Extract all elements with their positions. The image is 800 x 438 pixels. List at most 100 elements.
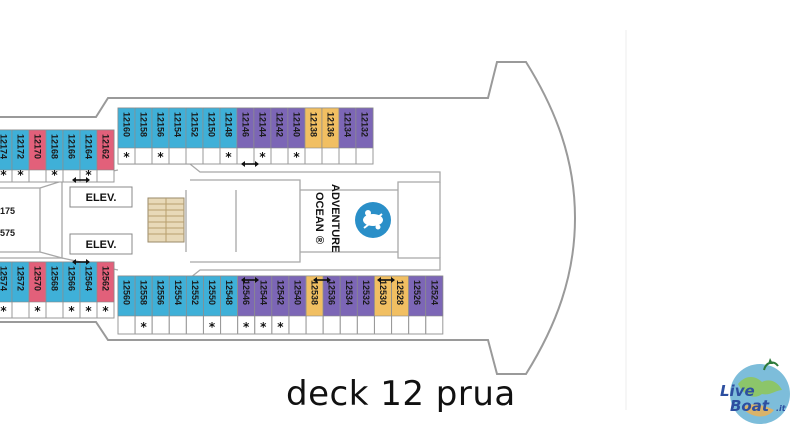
cabin-number: 12552 <box>190 280 200 305</box>
cabin[interactable]: 12574* <box>0 261 13 319</box>
accessible-star-icon: * <box>293 150 300 164</box>
cabin-number: 12562 <box>101 266 111 291</box>
connecting-door-icon <box>313 277 331 283</box>
cabin[interactable]: 12172 * <box>11 129 30 183</box>
cabin[interactable]: 12168* <box>45 129 64 183</box>
cabin-number: 12150 <box>207 112 217 137</box>
accessible-star-icon: * <box>260 320 267 334</box>
cabin-number: 12134 <box>343 112 353 137</box>
cabin[interactable]: 12556 <box>151 275 170 335</box>
cabin[interactable]: 12538 <box>305 275 324 335</box>
cabin[interactable]: 12566* <box>62 261 81 319</box>
cabin[interactable]: 12140* <box>287 107 306 165</box>
cabin[interactable]: 12150 <box>202 107 221 165</box>
cabin-number: 12572 <box>16 266 26 291</box>
cabin[interactable]: 12532 <box>356 275 375 335</box>
corridor-structure <box>0 163 441 279</box>
accessible-star-icon: * <box>85 304 92 318</box>
cabin-number: 12530 <box>378 280 388 305</box>
cabin-number: 12154 <box>173 112 183 137</box>
cabin[interactable]: 12170 <box>28 129 47 183</box>
cabin[interactable]: 12136 <box>321 107 340 165</box>
cabin[interactable]: 12148* <box>219 107 238 165</box>
cabin-number: 12564 <box>84 266 94 291</box>
cabin[interactable]: 12134 <box>338 107 357 165</box>
cabin-number: 12566 <box>67 266 77 291</box>
cabin[interactable]: 12572 <box>11 261 30 319</box>
cabin[interactable]: 12562 * <box>96 261 115 319</box>
cabin-number: 12524 <box>429 280 439 305</box>
cabin[interactable]: 12570* <box>28 261 47 319</box>
cabin[interactable]: 12568 <box>45 261 64 319</box>
accessible-star-icon: * <box>34 304 41 318</box>
cabin-number: 12172 <box>16 134 26 159</box>
cabin-number: 12146 <box>241 112 251 137</box>
cabin-color-band <box>96 129 115 171</box>
connecting-door-icon <box>72 259 90 265</box>
cabin[interactable]: 12524 <box>425 275 444 335</box>
cabin-number: 12550 <box>207 280 217 305</box>
cabin-number: 12542 <box>275 280 285 305</box>
cabin[interactable]: 12154 <box>168 107 187 165</box>
cabin-color-band <box>96 261 115 303</box>
cabin[interactable]: 12174* <box>0 129 13 183</box>
accessible-star-icon: * <box>209 320 216 334</box>
cabin[interactable]: 12550 * <box>203 275 221 335</box>
connecting-door-icon <box>241 161 259 167</box>
cabin[interactable]: 12138 <box>304 107 323 165</box>
cabin[interactable]: 12544* <box>254 275 273 335</box>
cabin[interactable]: 12132 <box>355 107 374 165</box>
logo-word-live: Live <box>720 382 755 400</box>
cabin-number: 575 <box>0 228 15 238</box>
cabin[interactable]: 12554 <box>168 275 187 335</box>
cabin-number: 12158 <box>139 112 149 137</box>
cabin[interactable]: 12558* <box>134 275 153 335</box>
cabin-number: 12560 <box>122 280 132 305</box>
cabin-number: 12152 <box>190 112 200 137</box>
cabin[interactable]: 12528 <box>391 275 410 335</box>
accessible-star-icon: * <box>102 304 109 318</box>
cabin[interactable]: 12156* <box>151 107 170 165</box>
elevator-label: ELEV. <box>86 239 117 251</box>
accessible-star-icon: * <box>277 320 284 334</box>
cabin-number: 12528 <box>395 280 405 305</box>
cabin-number: 175 <box>0 206 15 216</box>
deck-caption: deck 12 prua <box>286 374 516 414</box>
cabin-number: 12160 <box>122 112 132 137</box>
cabin[interactable]: 12534 <box>339 275 358 335</box>
cabin-number: 12142 <box>275 112 285 137</box>
adventure-ocean-reg: ® <box>313 236 325 244</box>
cabin[interactable]: 12552 <box>185 275 204 335</box>
logo-word-boat: Boat <box>730 397 770 415</box>
cabin[interactable]: 12166 <box>62 129 81 183</box>
cabin[interactable]: 12530 <box>374 275 392 335</box>
cabin[interactable]: 12536 <box>322 275 341 335</box>
accessible-star-icon: * <box>225 150 232 164</box>
cabin[interactable]: 12542 * <box>271 275 290 335</box>
cabin[interactable]: 12526 <box>408 275 427 335</box>
cabin[interactable]: 12560 <box>117 275 136 335</box>
cabin-number: 12554 <box>173 280 183 305</box>
cabin[interactable]: 12564 * <box>79 261 98 319</box>
cabin[interactable]: 12540 <box>288 275 307 335</box>
accessible-star-icon: * <box>243 320 250 334</box>
hull-outline <box>0 61 577 375</box>
cabin-number: 12136 <box>326 112 336 137</box>
cabin[interactable]: 12548 <box>220 275 239 335</box>
cabin[interactable]: 12164* <box>79 129 98 183</box>
cabin[interactable]: 12160* <box>117 107 136 165</box>
cabin-color-band <box>425 275 444 317</box>
accessible-star-icon: * <box>17 168 24 182</box>
cabin[interactable]: 12158 <box>134 107 153 165</box>
cabin[interactable]: 12152 <box>185 107 204 165</box>
cabin[interactable]: 12146 <box>236 107 255 165</box>
cabin[interactable]: 12546* <box>237 275 256 335</box>
accessible-star-icon: * <box>85 168 92 182</box>
cabin[interactable]: 12142 <box>270 107 289 165</box>
connecting-door-icon <box>241 277 259 283</box>
adventure-ocean-logo-icon <box>355 202 391 238</box>
cabin[interactable]: 12162 <box>96 129 115 183</box>
cabin[interactable]: 12144* <box>253 107 272 165</box>
connecting-door-icon <box>72 177 90 183</box>
cabin-number: 12534 <box>344 280 354 305</box>
